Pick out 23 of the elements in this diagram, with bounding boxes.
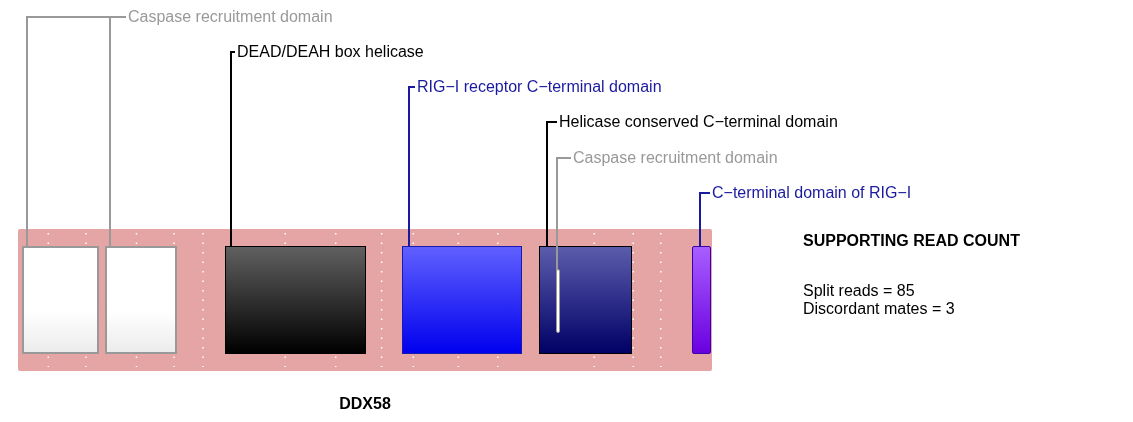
domain-box (402, 246, 522, 354)
domain-box (225, 246, 366, 354)
domain-label: DEAD/DEAH box helicase (237, 43, 424, 61)
read-count-text: Split reads = 85 (803, 282, 915, 300)
leader-line (408, 86, 416, 248)
leader-line (230, 51, 236, 248)
domain-label: Helicase conserved C−terminal domain (559, 113, 838, 131)
gene-name: DDX58 (339, 395, 391, 412)
domain-label: Caspase recruitment domain (573, 149, 778, 167)
domain-box (105, 246, 177, 354)
leader-line (109, 16, 127, 248)
domain-bar (556, 269, 560, 333)
domain-bar (692, 246, 711, 354)
domain-box (539, 246, 632, 354)
domain-box (22, 246, 99, 354)
leader-line (699, 192, 711, 248)
leader-line (546, 121, 558, 248)
read-count-text: Discordant mates = 3 (803, 300, 955, 318)
domain-label: C−terminal domain of RIG−I (712, 184, 912, 202)
leader-line (556, 157, 572, 271)
domain-label: Caspase recruitment domain (128, 8, 333, 26)
panel-heading: SUPPORTING READ COUNT (803, 232, 1020, 250)
domain-label: RIG−I receptor C−terminal domain (417, 78, 662, 96)
